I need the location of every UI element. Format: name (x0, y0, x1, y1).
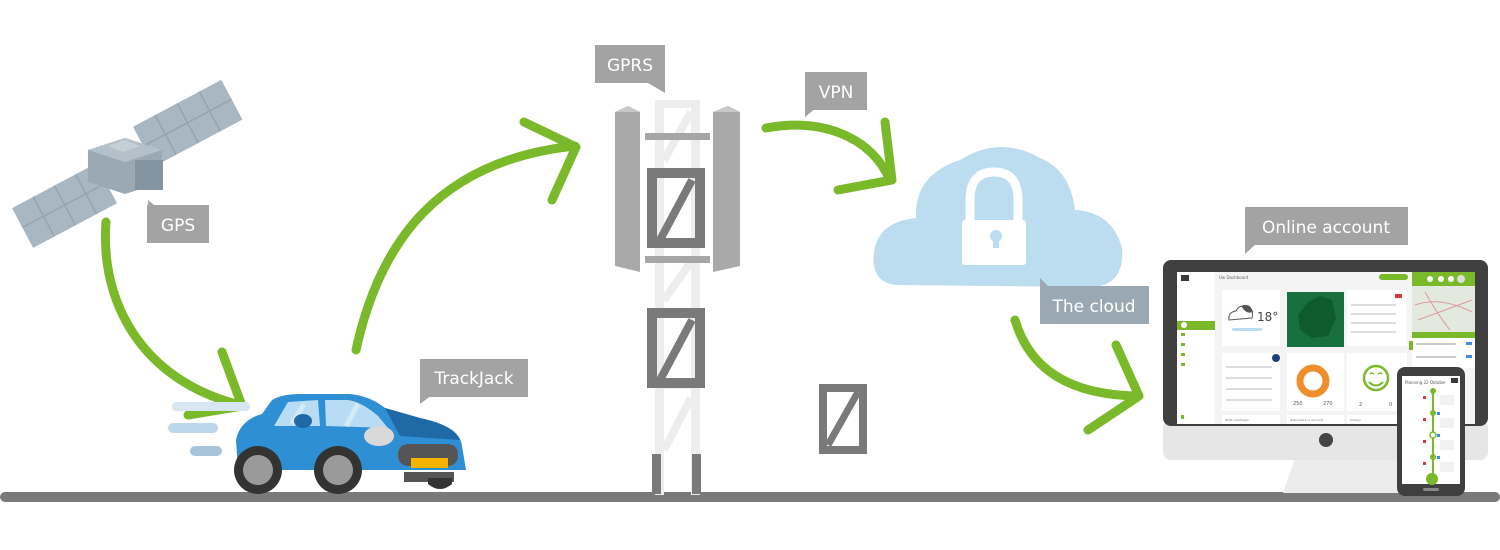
lattice-segment-icon (819, 384, 867, 454)
phone-icon: Planning 22 Oktober (1397, 367, 1465, 496)
arrow-car-to-tower (351, 117, 581, 355)
card-title-rdw: RDW meldingen (1225, 418, 1249, 422)
dashboard-title: Uw Dashboard (1219, 275, 1249, 280)
arrow-cloud-to-monitor (1010, 315, 1144, 435)
gprs-label: GPRS (595, 45, 665, 93)
arrow-tower-to-cloud (761, 117, 897, 195)
count-b: 0 (1389, 402, 1392, 408)
satellite-icon (12, 79, 243, 248)
km-chart-card (1287, 353, 1344, 411)
online-account-label: Online account (1245, 207, 1408, 254)
trackjack-label-text: TrackJack (433, 369, 513, 389)
cloud-label: The cloud (1040, 278, 1149, 324)
count-a: 2 (1359, 402, 1362, 408)
vpn-label-text: VPN (819, 83, 854, 103)
arrow-gps-to-car (100, 217, 247, 420)
messages-card (1222, 353, 1280, 411)
notification-card (1347, 290, 1407, 346)
car-icon (168, 394, 466, 494)
online-account-label-text: Online account (1262, 218, 1390, 238)
phone-title: Planning 22 Oktober (1405, 380, 1446, 385)
cloud-label-text: The cloud (1051, 297, 1135, 317)
cloud-lock-icon (873, 146, 1123, 287)
dashboard-green-button (1379, 274, 1408, 280)
cell-tower-icon (615, 100, 740, 495)
gps-label: GPS (147, 200, 209, 243)
dashboard-sidebar (1177, 272, 1215, 424)
stat-left: 250 (1293, 401, 1303, 407)
card-title-privacy: Privacy (1350, 418, 1361, 422)
trackjack-label: TrackJack (420, 359, 528, 404)
ground-line (0, 492, 1500, 502)
stat-right: 270 (1323, 401, 1333, 407)
gps-label-text: GPS (161, 216, 195, 236)
gprs-label-text: GPRS (607, 56, 653, 76)
card-title-users: Gebruikers in account (1290, 418, 1324, 422)
weather-temperature: 18° (1257, 310, 1278, 324)
vpn-label: VPN (805, 72, 867, 117)
